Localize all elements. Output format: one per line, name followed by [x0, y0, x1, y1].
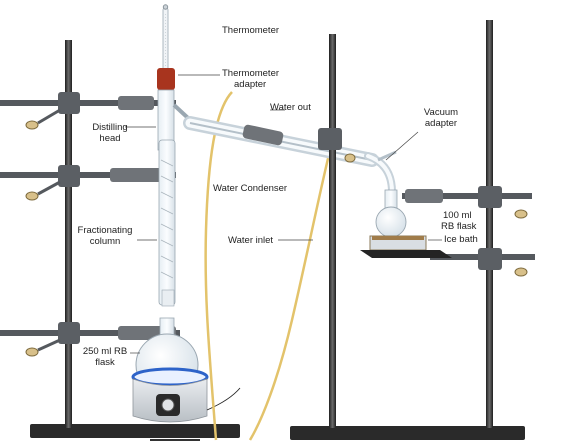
vacuum-adapter: [364, 150, 397, 196]
water-inlet-tubing: [248, 149, 332, 441]
label-rb-flask-250-line2: flask: [95, 357, 115, 368]
label-vacuum-adapter-line2: adapter: [424, 118, 458, 129]
heating-mantle: [131, 367, 241, 423]
label-distilling-head-line2: head: [99, 133, 121, 144]
label-rb-flask-100-line2: RB flask: [441, 221, 477, 232]
label-ice-bath: Ice bath: [444, 234, 478, 245]
label-fractionating-column-line1: Fractionating: [77, 225, 133, 236]
label-water-out: Water out: [270, 102, 311, 113]
right-stand-rod: [486, 20, 493, 428]
label-rb-flask-250-line1: 250 ml RB: [82, 346, 128, 357]
rb-flask-100: [375, 189, 407, 238]
label-thermometer-adapter-line2: adapter: [234, 79, 267, 90]
label-rb-flask-100-line1: 100 ml: [443, 210, 472, 221]
clamp-distilling-head: [0, 92, 176, 130]
ice-bath: [360, 235, 452, 258]
label-vacuum-adapter-line1: Vacuum: [423, 107, 459, 118]
label-water-condenser: Water Condenser: [213, 183, 288, 194]
label-thermometer-adapter-line1: Thermometer: [222, 68, 280, 79]
middle-stand-rod: [329, 34, 336, 428]
clamp-column-middle: [0, 165, 176, 201]
right-stand-base: [380, 426, 525, 440]
label-water-inlet: Water inlet: [228, 235, 274, 246]
fractionating-column: [158, 139, 176, 307]
vacuum-adapter-leader: [385, 131, 419, 161]
label-fractionating-column-line2: column: [89, 236, 121, 247]
left-ring-stand: [30, 40, 240, 438]
middle-stand-base: [290, 426, 390, 440]
middle-ring-stand: [290, 34, 390, 440]
water-outlet-tubing: [204, 91, 233, 441]
label-thermometer: Thermometer: [222, 25, 280, 36]
thermometer-adapter-stopper: [157, 68, 175, 90]
label-distilling-head-line1: Distilling: [92, 122, 128, 133]
left-stand-base: [30, 424, 240, 438]
right-ring-stand: [380, 20, 535, 440]
left-stand-rod: [65, 40, 72, 428]
water-condenser: [183, 116, 379, 167]
